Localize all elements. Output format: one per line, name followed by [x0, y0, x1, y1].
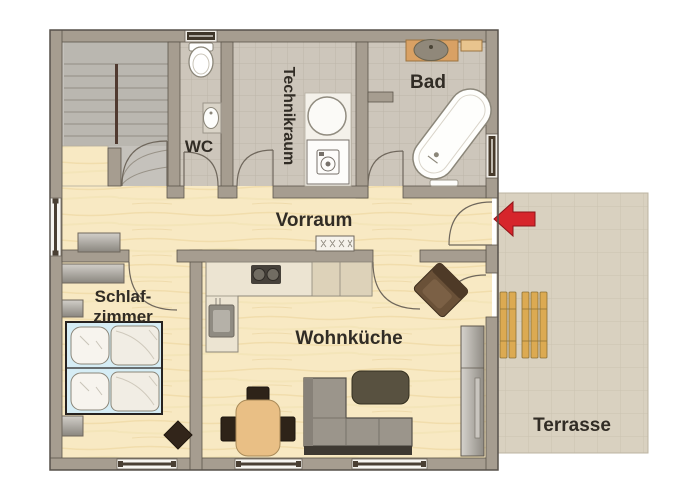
building-outline: [49, 29, 499, 471]
room-terrasse: [496, 192, 649, 454]
washbasin-icon: [202, 102, 222, 134]
kitchen-sink-icon: [208, 298, 235, 338]
room-label-technikraum: Technikraum: [280, 67, 297, 165]
entrance-arrow-icon: [493, 200, 536, 238]
sideboard-icon: [77, 232, 121, 253]
room-label-bad: Bad: [410, 72, 446, 93]
room-technikraum: [304, 92, 352, 187]
room-wc: [188, 42, 222, 134]
door-swing-icon: [367, 150, 404, 187]
window-icon: [351, 458, 428, 470]
dining-table-icon: [235, 399, 281, 457]
radiator-icon: [315, 235, 355, 252]
room-wohnkueche: [205, 261, 485, 457]
nightstand-icon: [61, 415, 84, 437]
door-swing-icon: [128, 261, 178, 311]
washing-machine-icon: [306, 139, 350, 185]
vanity-sink-icon: [405, 39, 459, 62]
room-label-schlafzimmer-line1: Schlaf-: [95, 287, 152, 306]
sofa-icon: [303, 377, 413, 455]
sun-lounger-icon: [521, 291, 548, 359]
dining-chair-icon: [220, 416, 238, 442]
room-label-wc: WC: [185, 137, 213, 156]
nightstand-icon: [61, 299, 84, 318]
wardrobe-icon: [61, 263, 125, 284]
room-label-terrasse: Terrasse: [533, 415, 611, 436]
bath-shelf: [460, 39, 483, 52]
window-icon: [184, 29, 218, 43]
room-label-schlafzimmer-line2: zimmer: [93, 307, 153, 326]
window-icon: [49, 197, 62, 257]
coffee-table-icon: [351, 370, 410, 405]
window-icon: [116, 458, 178, 470]
bathtub-icon: [412, 88, 492, 180]
armchair-icon: [413, 262, 469, 318]
dining-set: [220, 386, 296, 457]
door-swing-icon: [236, 149, 274, 187]
window-icon: [485, 133, 499, 179]
sun-lounger-icon: [499, 291, 517, 359]
room-label-wohnkueche: Wohnküche: [295, 328, 402, 349]
room-schlafzimmer: [61, 263, 193, 450]
windows: [49, 29, 499, 470]
window-icon: [234, 458, 303, 470]
plant-diamond-icon: [163, 420, 193, 450]
door-swing-icon: [183, 151, 219, 187]
tall-cabinet-icon: [460, 325, 485, 457]
stair-landing: [61, 145, 109, 187]
room-vorraum: [77, 232, 355, 253]
room-bad: [405, 39, 492, 187]
terrace-floor: [496, 192, 649, 454]
boiler-icon: [307, 96, 347, 136]
dining-chair-icon: [278, 416, 296, 442]
room-label-vorraum: Vorraum: [276, 210, 353, 231]
toilet-icon: [188, 42, 214, 78]
bath-mat-icon: [429, 179, 459, 187]
entrance-door-swing-icon: [448, 201, 493, 246]
door-swing-icon: [121, 140, 168, 187]
cooktop-icon: [251, 265, 281, 284]
kitchen-counter-icon: [205, 261, 373, 353]
double-bed-icon: [65, 321, 163, 415]
door-swing-icon: [372, 261, 421, 310]
